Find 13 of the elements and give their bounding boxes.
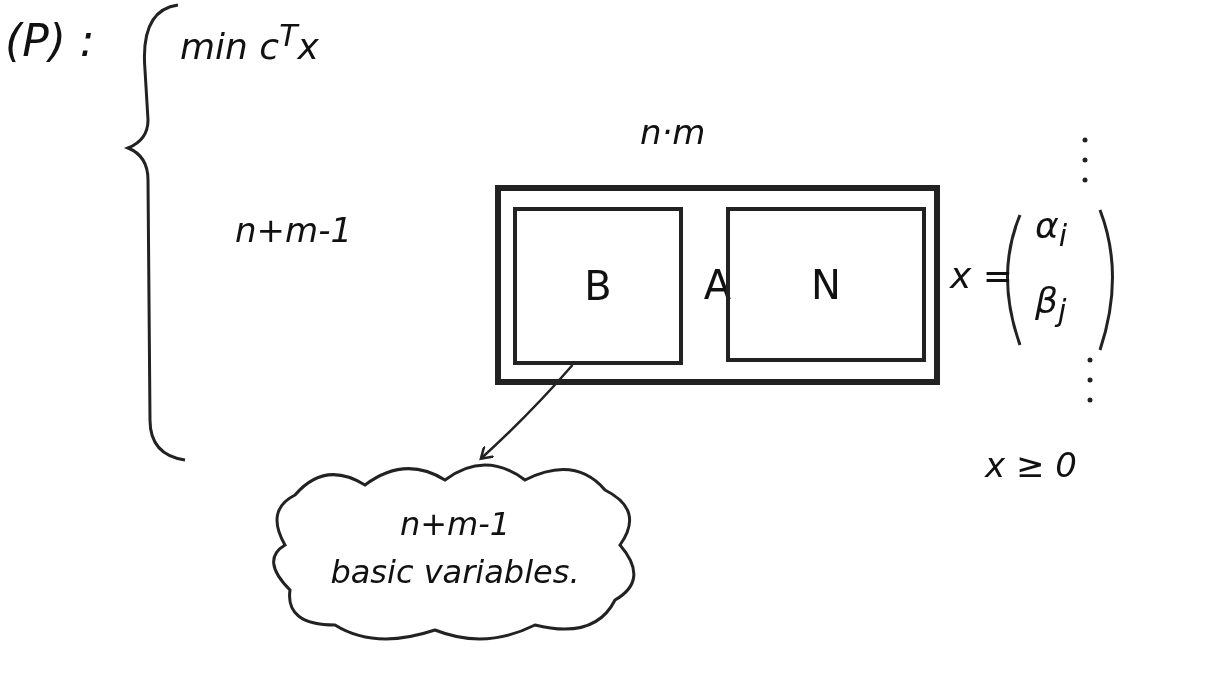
matrix-label: N bbox=[811, 261, 841, 308]
math-label: (P) : bbox=[5, 15, 95, 66]
cloud-text: n+m-1 bbox=[399, 504, 511, 543]
matrix-box bbox=[495, 185, 940, 385]
math-label: n·m bbox=[640, 112, 706, 152]
matrix-box bbox=[513, 207, 683, 365]
cloud-text: basic variables. bbox=[330, 552, 580, 591]
math-label: n+m-1 bbox=[235, 210, 353, 250]
math-label: β$_{j}$ bbox=[1035, 280, 1067, 329]
matrix-label: B bbox=[584, 263, 612, 309]
math-label: x ≥ 0 bbox=[985, 445, 1077, 485]
math-label: α$_{i}$ bbox=[1035, 205, 1068, 254]
math-label: min c$^{T}$x bbox=[180, 18, 319, 67]
